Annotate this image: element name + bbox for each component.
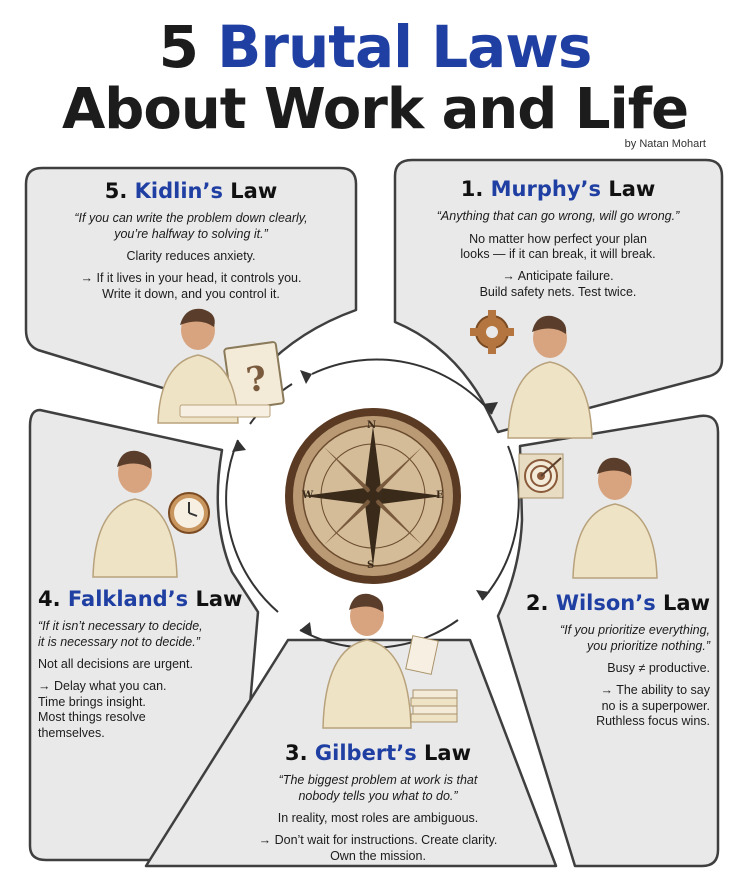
kidlin-figure: ? bbox=[157, 308, 285, 424]
quote-line: “If you can write the problem down clear… bbox=[74, 211, 308, 226]
law-line: Most things resolve bbox=[38, 710, 146, 725]
law-line: Build safety nets. Test twice. bbox=[479, 284, 637, 299]
law-number: 2. bbox=[525, 591, 549, 615]
law-number: 5. bbox=[104, 179, 128, 203]
law-gilbert: 3. Gilbert’s Law “The biggest problem at… bbox=[216, 741, 540, 864]
law-quote: “If you can write the problem down clear… bbox=[30, 211, 352, 242]
panel-murphy bbox=[393, 158, 724, 434]
compass-south-label: S bbox=[367, 560, 375, 571]
quote-line: you’re halfway to solving it.” bbox=[114, 226, 268, 241]
arrow-head bbox=[232, 440, 246, 452]
broken-gear-icon bbox=[470, 310, 514, 354]
law-line: Not all decisions are urgent. bbox=[38, 657, 193, 672]
law-line: looks — if it can break, it will break. bbox=[460, 247, 656, 262]
quote-line: “The biggest problem at work is that bbox=[278, 773, 478, 788]
law-number: 4. bbox=[38, 587, 61, 611]
gilbert-figure bbox=[322, 593, 458, 729]
law-line: → If it lives in your head, it controls … bbox=[80, 270, 302, 285]
law-line: Time brings insight. bbox=[38, 694, 146, 709]
quote-line: “If you prioritize everything, bbox=[559, 623, 710, 638]
law-line: No matter how perfect your plan bbox=[469, 231, 647, 246]
law-line: → Anticipate failure. bbox=[502, 268, 614, 283]
compass-north-label: N bbox=[367, 420, 377, 431]
law-name: Gilbert’s bbox=[314, 741, 417, 765]
law-line: themselves. bbox=[38, 725, 105, 740]
compass-icon bbox=[285, 408, 461, 584]
arrow-head bbox=[300, 622, 312, 636]
law-wilson: 2. Wilson’s Law “If you prioritize every… bbox=[486, 591, 710, 730]
law-quote: “If it isn’t necessary to decide, it is … bbox=[38, 619, 268, 650]
law-line: Clarity reduces anxiety. bbox=[126, 249, 256, 264]
law-heading: 4. Falkland’s Law bbox=[38, 587, 268, 611]
law-line: Write it down, and you control it. bbox=[102, 286, 280, 301]
law-name: Murphy’s bbox=[490, 177, 601, 201]
law-line: Busy ≠ productive. bbox=[607, 661, 710, 676]
law-suffix: Law bbox=[195, 587, 243, 611]
law-quote: “The biggest problem at work is that nob… bbox=[216, 773, 540, 804]
law-name: Falkland’s bbox=[67, 587, 189, 611]
law-heading: 3. Gilbert’s Law bbox=[216, 741, 540, 765]
panel-wilson bbox=[496, 414, 720, 868]
title-line-1: 5 Brutal Laws bbox=[0, 18, 750, 76]
law-line: Own the mission. bbox=[330, 848, 426, 863]
target-icon bbox=[518, 453, 564, 499]
law-falkland: 4. Falkland’s Law “If it isn’t necessary… bbox=[38, 587, 268, 741]
law-line: In reality, most roles are ambiguous. bbox=[277, 811, 479, 826]
compass-east-label: E bbox=[436, 490, 444, 501]
law-number: 3. bbox=[285, 741, 308, 765]
law-name: Kidlin’s bbox=[134, 179, 223, 203]
law-heading: 5. Kidlin’s Law bbox=[30, 179, 352, 203]
law-line: → Don’t wait for instructions. Create cl… bbox=[258, 832, 498, 847]
law-heading: 1. Murphy’s Law bbox=[398, 177, 718, 201]
quote-line: you prioritize nothing.” bbox=[587, 638, 710, 653]
law-line: → The ability to say bbox=[600, 682, 710, 697]
law-name: Wilson’s bbox=[555, 591, 656, 615]
law-number: 1. bbox=[460, 177, 484, 201]
paper-stack-icon bbox=[410, 689, 458, 723]
law-line: no is a superpower. bbox=[601, 698, 710, 713]
clock-icon bbox=[168, 492, 210, 534]
law-murphy: 1. Murphy’s Law “Anything that can go wr… bbox=[398, 177, 718, 300]
arrow-head bbox=[482, 402, 498, 414]
law-suffix: Law bbox=[608, 177, 656, 201]
title-line-2: About Work and Life bbox=[61, 77, 689, 142]
compass-west-label: W bbox=[302, 490, 314, 501]
law-suffix: Law bbox=[230, 179, 278, 203]
murphy-figure bbox=[470, 310, 593, 439]
falkland-figure bbox=[92, 450, 210, 578]
law-suffix: Law bbox=[424, 741, 471, 765]
law-kidlin: 5. Kidlin’s Law “If you can write the pr… bbox=[30, 179, 352, 302]
title-accent: Brutal Laws bbox=[217, 13, 592, 81]
quote-line: it is necessary not to decide.” bbox=[38, 634, 200, 649]
byline: by Natan Mohart bbox=[624, 138, 706, 150]
law-heading: 2. Wilson’s Law bbox=[486, 591, 710, 615]
cycle-arrows bbox=[232, 370, 498, 636]
quote-line: nobody tells you what to do.” bbox=[298, 788, 458, 803]
arrow-head bbox=[476, 590, 490, 600]
law-suffix: Law bbox=[663, 591, 710, 615]
law-line: → Delay what you can. bbox=[38, 678, 167, 693]
title-number: 5 bbox=[158, 13, 199, 81]
law-quote: “Anything that can go wrong, will go wro… bbox=[436, 209, 680, 224]
wilson-figure bbox=[518, 453, 658, 579]
law-line: Ruthless focus wins. bbox=[596, 714, 710, 729]
quote-line: “If it isn’t necessary to decide, bbox=[38, 619, 203, 634]
law-quote: “If you prioritize everything, you prior… bbox=[486, 623, 710, 654]
arrow-head bbox=[300, 370, 312, 384]
